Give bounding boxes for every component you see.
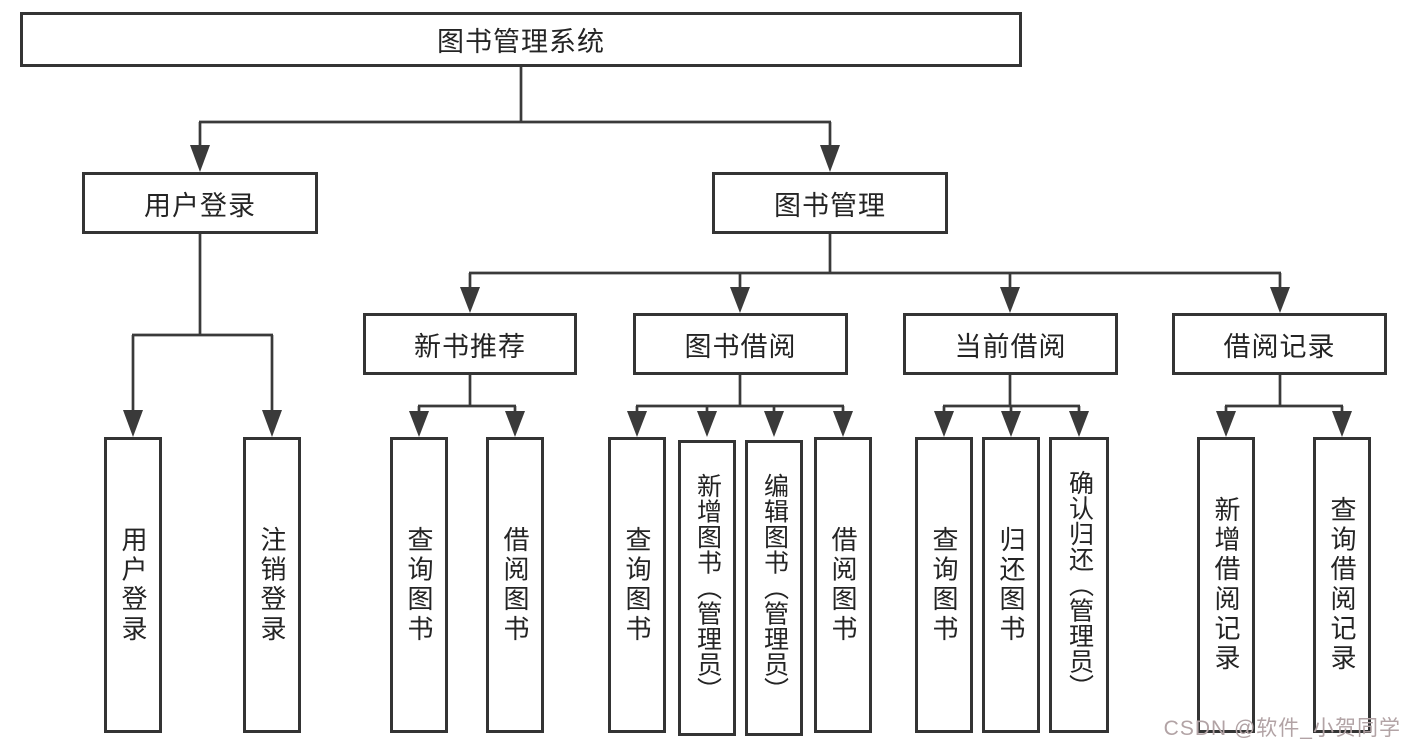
node-current-borrow: 当前借阅 [903, 313, 1118, 375]
leaf-borrow-books: 借阅图书 [814, 437, 872, 733]
arrow-down-icon [262, 410, 282, 437]
node-label: 用户登录 [144, 190, 256, 221]
node-label: 新增图书（管理员） [693, 473, 722, 703]
arrow-down-icon [1270, 287, 1290, 313]
leaf-query-books-current: 查询图书 [915, 437, 973, 733]
arrow-down-icon [820, 145, 840, 172]
node-label: 借阅图书 [500, 525, 530, 645]
node-new-book-recommend: 新书推荐 [363, 313, 577, 375]
connector-new-book-to-leaves [409, 375, 525, 437]
leaf-confirm-return-admin: 确认归还（管理员） [1049, 437, 1109, 733]
leaf-add-book-admin: 新增图书（管理员） [678, 440, 736, 736]
arrow-down-icon [764, 411, 784, 437]
arrow-down-icon [123, 410, 143, 437]
connector-borrow-records-to-leaves [1216, 375, 1352, 437]
node-label: 用户登录 [118, 525, 148, 645]
arrow-down-icon [627, 411, 647, 437]
node-label: 图书管理系统 [437, 27, 605, 57]
arrow-down-icon [505, 411, 525, 437]
node-label: 查询图书 [929, 525, 959, 645]
node-label: 确认归还（管理员） [1065, 470, 1094, 700]
leaf-return-books: 归还图书 [982, 437, 1040, 733]
leaf-edit-book-admin: 编辑图书（管理员） [745, 440, 803, 736]
node-label: 查询借阅记录 [1327, 496, 1357, 674]
arrow-down-icon [1000, 287, 1020, 313]
arrow-down-icon [460, 287, 480, 313]
node-label: 借阅记录 [1223, 331, 1336, 362]
node-book-borrow: 图书借阅 [633, 313, 848, 375]
connector-book-mgmt-to-level2 [460, 234, 1290, 313]
node-label: 图书管理 [774, 190, 886, 221]
node-label: 新增借阅记录 [1211, 496, 1241, 674]
arrow-down-icon [190, 145, 210, 172]
leaf-add-borrow-record: 新增借阅记录 [1197, 437, 1255, 733]
leaf-query-borrow-record: 查询借阅记录 [1313, 437, 1371, 733]
connector-book-borrow-to-leaves [627, 375, 853, 437]
node-root: 图书管理系统 [20, 12, 1022, 67]
arrow-down-icon [1216, 411, 1236, 437]
arrow-down-icon [1069, 411, 1089, 437]
arrow-down-icon [1001, 411, 1021, 437]
arrow-down-icon [833, 411, 853, 437]
connector-user-login-to-leaves [123, 234, 282, 437]
node-label: 归还图书 [996, 525, 1026, 645]
node-label: 查询图书 [622, 525, 652, 645]
node-book-management: 图书管理 [712, 172, 948, 234]
node-label: 当前借阅 [954, 331, 1067, 362]
leaf-query-books-recommend: 查询图书 [390, 437, 448, 733]
node-label: 查询图书 [404, 525, 434, 645]
leaf-logout: 注销登录 [243, 437, 301, 733]
node-label: 编辑图书（管理员） [760, 473, 789, 703]
node-label: 新书推荐 [414, 331, 526, 362]
connector-root-to-level1 [190, 67, 840, 172]
arrow-down-icon [409, 411, 429, 437]
arrow-down-icon [934, 411, 954, 437]
node-user-login: 用户登录 [82, 172, 318, 234]
node-label: 图书借阅 [684, 331, 797, 362]
connector-current-borrow-to-leaves [934, 375, 1089, 437]
leaf-query-books-borrow: 查询图书 [608, 437, 666, 733]
arrow-down-icon [697, 411, 717, 437]
leaf-borrow-books-recommend: 借阅图书 [486, 437, 544, 733]
arrow-down-icon [1332, 411, 1352, 437]
arrow-down-icon [730, 287, 750, 313]
node-borrow-records: 借阅记录 [1172, 313, 1387, 375]
node-label: 注销登录 [257, 525, 287, 645]
node-label: 借阅图书 [828, 525, 858, 645]
leaf-user-login: 用户登录 [104, 437, 162, 733]
csdn-watermark: CSDN @软件_小贺同学 [1163, 717, 1401, 740]
